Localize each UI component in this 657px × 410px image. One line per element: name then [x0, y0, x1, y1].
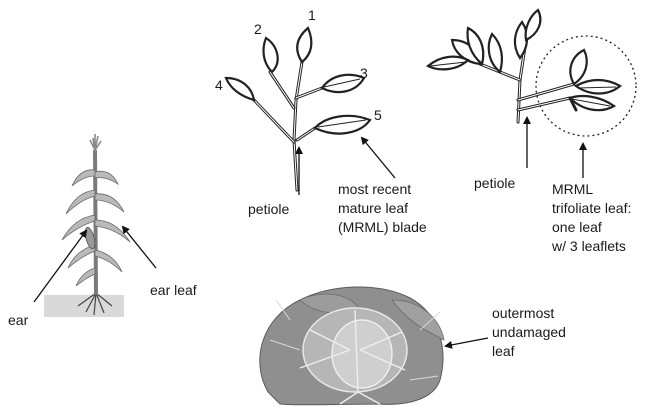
ear-arrow [34, 231, 86, 302]
mrml-trifoliate-caption: MRML trifoliate leaf: one leaf w/ 3 leaf… [551, 181, 635, 254]
leaf-number-2: 2 [254, 21, 262, 37]
mrml-trifoliate-caption-line-1: MRML [552, 181, 593, 197]
mrml-trifoliate-caption-line-4: w/ 3 leaflets [551, 238, 626, 254]
cabbage-caption-line-3: leaf [492, 343, 515, 359]
cabbage-caption-line-1: outermost [492, 305, 554, 321]
leaf-4 [226, 78, 254, 100]
mrml-leaflet-top [570, 50, 586, 84]
leaf-2 [264, 38, 278, 72]
ear-label: ear [8, 312, 29, 328]
petiole-label-1: petiole [248, 201, 289, 217]
petiole-label-2: petiole [474, 175, 515, 191]
mrml-blade-arrow [362, 138, 395, 178]
ear-leaf-arrow [123, 227, 156, 268]
ear-leaf-label: ear leaf [150, 282, 197, 298]
leaf-number-4: 4 [215, 77, 223, 93]
leaf-1 [297, 28, 311, 62]
leaf-number-5: 5 [374, 107, 382, 123]
mrml-blade-caption-line-1: most recent [338, 181, 411, 197]
cabbage-caption-line-2: undamaged [492, 324, 566, 340]
mrml-blade-caption: most recent mature leaf (MRML) blade [338, 181, 427, 235]
simple-leaf-plant [226, 28, 370, 190]
cabbage-caption: outermost undamaged leaf [492, 305, 570, 359]
mrml-blade-caption-line-2: mature leaf [338, 200, 408, 216]
corn-plant-illustration [44, 134, 130, 317]
mrml-trifoliate-caption-line-2: trifoliate leaf: [552, 200, 631, 216]
cabbage-illustration [260, 287, 444, 405]
mrml-trifoliate-caption-line-3: one leaf [552, 219, 602, 235]
leaf-number-3: 3 [360, 65, 368, 81]
cabbage-arrow [446, 338, 488, 346]
trifoliate-plant [428, 10, 636, 136]
corn-tassel [90, 134, 101, 152]
mrml-blade-caption-line-3: (MRML) blade [338, 219, 427, 235]
leaf-5-mrml [315, 116, 370, 134]
leaf-number-1: 1 [308, 7, 316, 23]
leaf-3 [322, 75, 364, 92]
